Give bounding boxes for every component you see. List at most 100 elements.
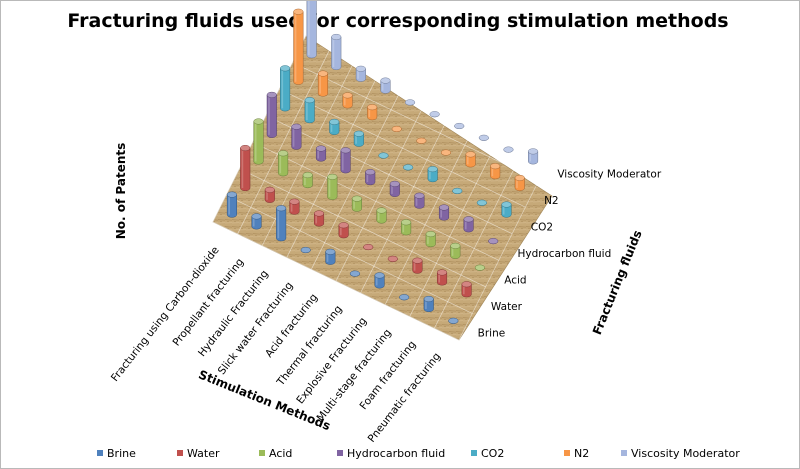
bar — [440, 149, 452, 156]
legend-label: Hydrocarbon fluid — [347, 447, 445, 460]
bar — [474, 264, 485, 271]
bar — [276, 205, 287, 242]
chart-title: Fracturing fluids used for corresponding… — [67, 10, 728, 32]
bar — [380, 77, 391, 94]
bar — [476, 199, 487, 206]
bar — [465, 151, 476, 168]
bar — [389, 180, 400, 197]
bar — [327, 173, 338, 200]
bar — [306, 1, 317, 59]
gridline-series — [305, 35, 553, 155]
z-tick-label: Viscosity Moderator — [557, 168, 661, 180]
bars — [226, 1, 539, 324]
bar — [365, 169, 376, 186]
bar — [300, 246, 311, 254]
gridline-series — [265, 115, 513, 235]
bar — [329, 118, 340, 135]
bar — [403, 164, 414, 171]
z-axis-title: Fracturing fluids — [590, 228, 645, 337]
gridline-category — [311, 83, 405, 270]
bar — [376, 207, 387, 224]
bar — [454, 122, 465, 130]
gridline-series — [279, 88, 526, 208]
legend-swatch — [564, 450, 570, 456]
bar — [293, 8, 304, 85]
gridline-series — [252, 141, 500, 261]
gridline-series — [292, 62, 539, 181]
legend-label: Acid — [269, 447, 292, 460]
legend-item: Brine — [97, 447, 136, 460]
legend-swatch — [621, 450, 627, 456]
gridline-category — [286, 71, 381, 258]
bar — [448, 317, 459, 324]
z-tick-label: Hydrocarbon fluid — [518, 248, 612, 260]
bar — [528, 148, 539, 165]
gridline-category — [384, 118, 479, 305]
bar — [401, 219, 412, 236]
legend-swatch — [177, 450, 183, 456]
gridline-category — [237, 47, 331, 234]
gridline-series — [239, 168, 486, 288]
floor-gridlines — [212, 35, 553, 341]
legend-label: Brine — [107, 447, 136, 460]
bar — [414, 192, 425, 209]
gridline-category — [458, 153, 553, 341]
bar — [514, 174, 525, 191]
y-axis-title: No. of Patents — [114, 143, 128, 240]
bar — [278, 150, 289, 177]
bar — [340, 147, 351, 174]
bar — [416, 137, 427, 144]
bar — [315, 145, 327, 162]
bar — [490, 163, 501, 180]
bar — [291, 123, 302, 150]
bar — [325, 248, 336, 265]
bar — [463, 216, 474, 233]
bar — [226, 191, 237, 218]
bar — [351, 195, 362, 212]
gridline-series — [212, 221, 460, 341]
bar — [412, 257, 423, 274]
z-tick-label: Water — [491, 301, 523, 313]
bar — [338, 222, 349, 239]
bar — [399, 294, 410, 301]
legend-label: N2 — [574, 447, 589, 460]
legend-swatch — [97, 450, 103, 456]
bar — [317, 70, 329, 97]
legend-label: CO2 — [481, 447, 504, 460]
bar — [378, 152, 389, 159]
legend: Brine Water Acid Hydrocarbon fluid CO2 N2 Visc… — [97, 447, 740, 460]
bar — [503, 146, 514, 153]
z-tick-label: Acid — [504, 275, 526, 287]
legend-item: CO2 — [471, 447, 504, 460]
legend-item: N2 — [564, 447, 589, 460]
bar — [240, 144, 251, 192]
legend-label: Water — [187, 447, 220, 460]
z-tick-label: CO2 — [531, 221, 553, 233]
bar — [461, 281, 472, 298]
bar — [450, 242, 461, 259]
bar — [363, 243, 374, 251]
bar — [302, 172, 313, 189]
gridline-category — [335, 94, 430, 282]
bar — [313, 210, 325, 227]
bar — [289, 198, 300, 215]
z-tick-label: N2 — [544, 195, 559, 207]
legend-label: Viscosity Moderator — [631, 447, 740, 460]
bar — [425, 231, 436, 248]
legend-swatch — [471, 450, 477, 456]
bar — [355, 65, 366, 82]
bar — [342, 92, 353, 109]
gridline-category — [434, 142, 528, 329]
bar — [387, 255, 398, 262]
legend-item: Acid — [259, 447, 292, 460]
z-tick-label: Brine — [478, 328, 506, 340]
bar — [280, 65, 291, 112]
bar — [349, 270, 360, 277]
bar — [353, 130, 364, 147]
bar — [331, 33, 342, 70]
legend-item: Viscosity Moderator — [621, 447, 740, 460]
gridline-category — [409, 130, 504, 317]
legend-swatch — [259, 450, 265, 456]
